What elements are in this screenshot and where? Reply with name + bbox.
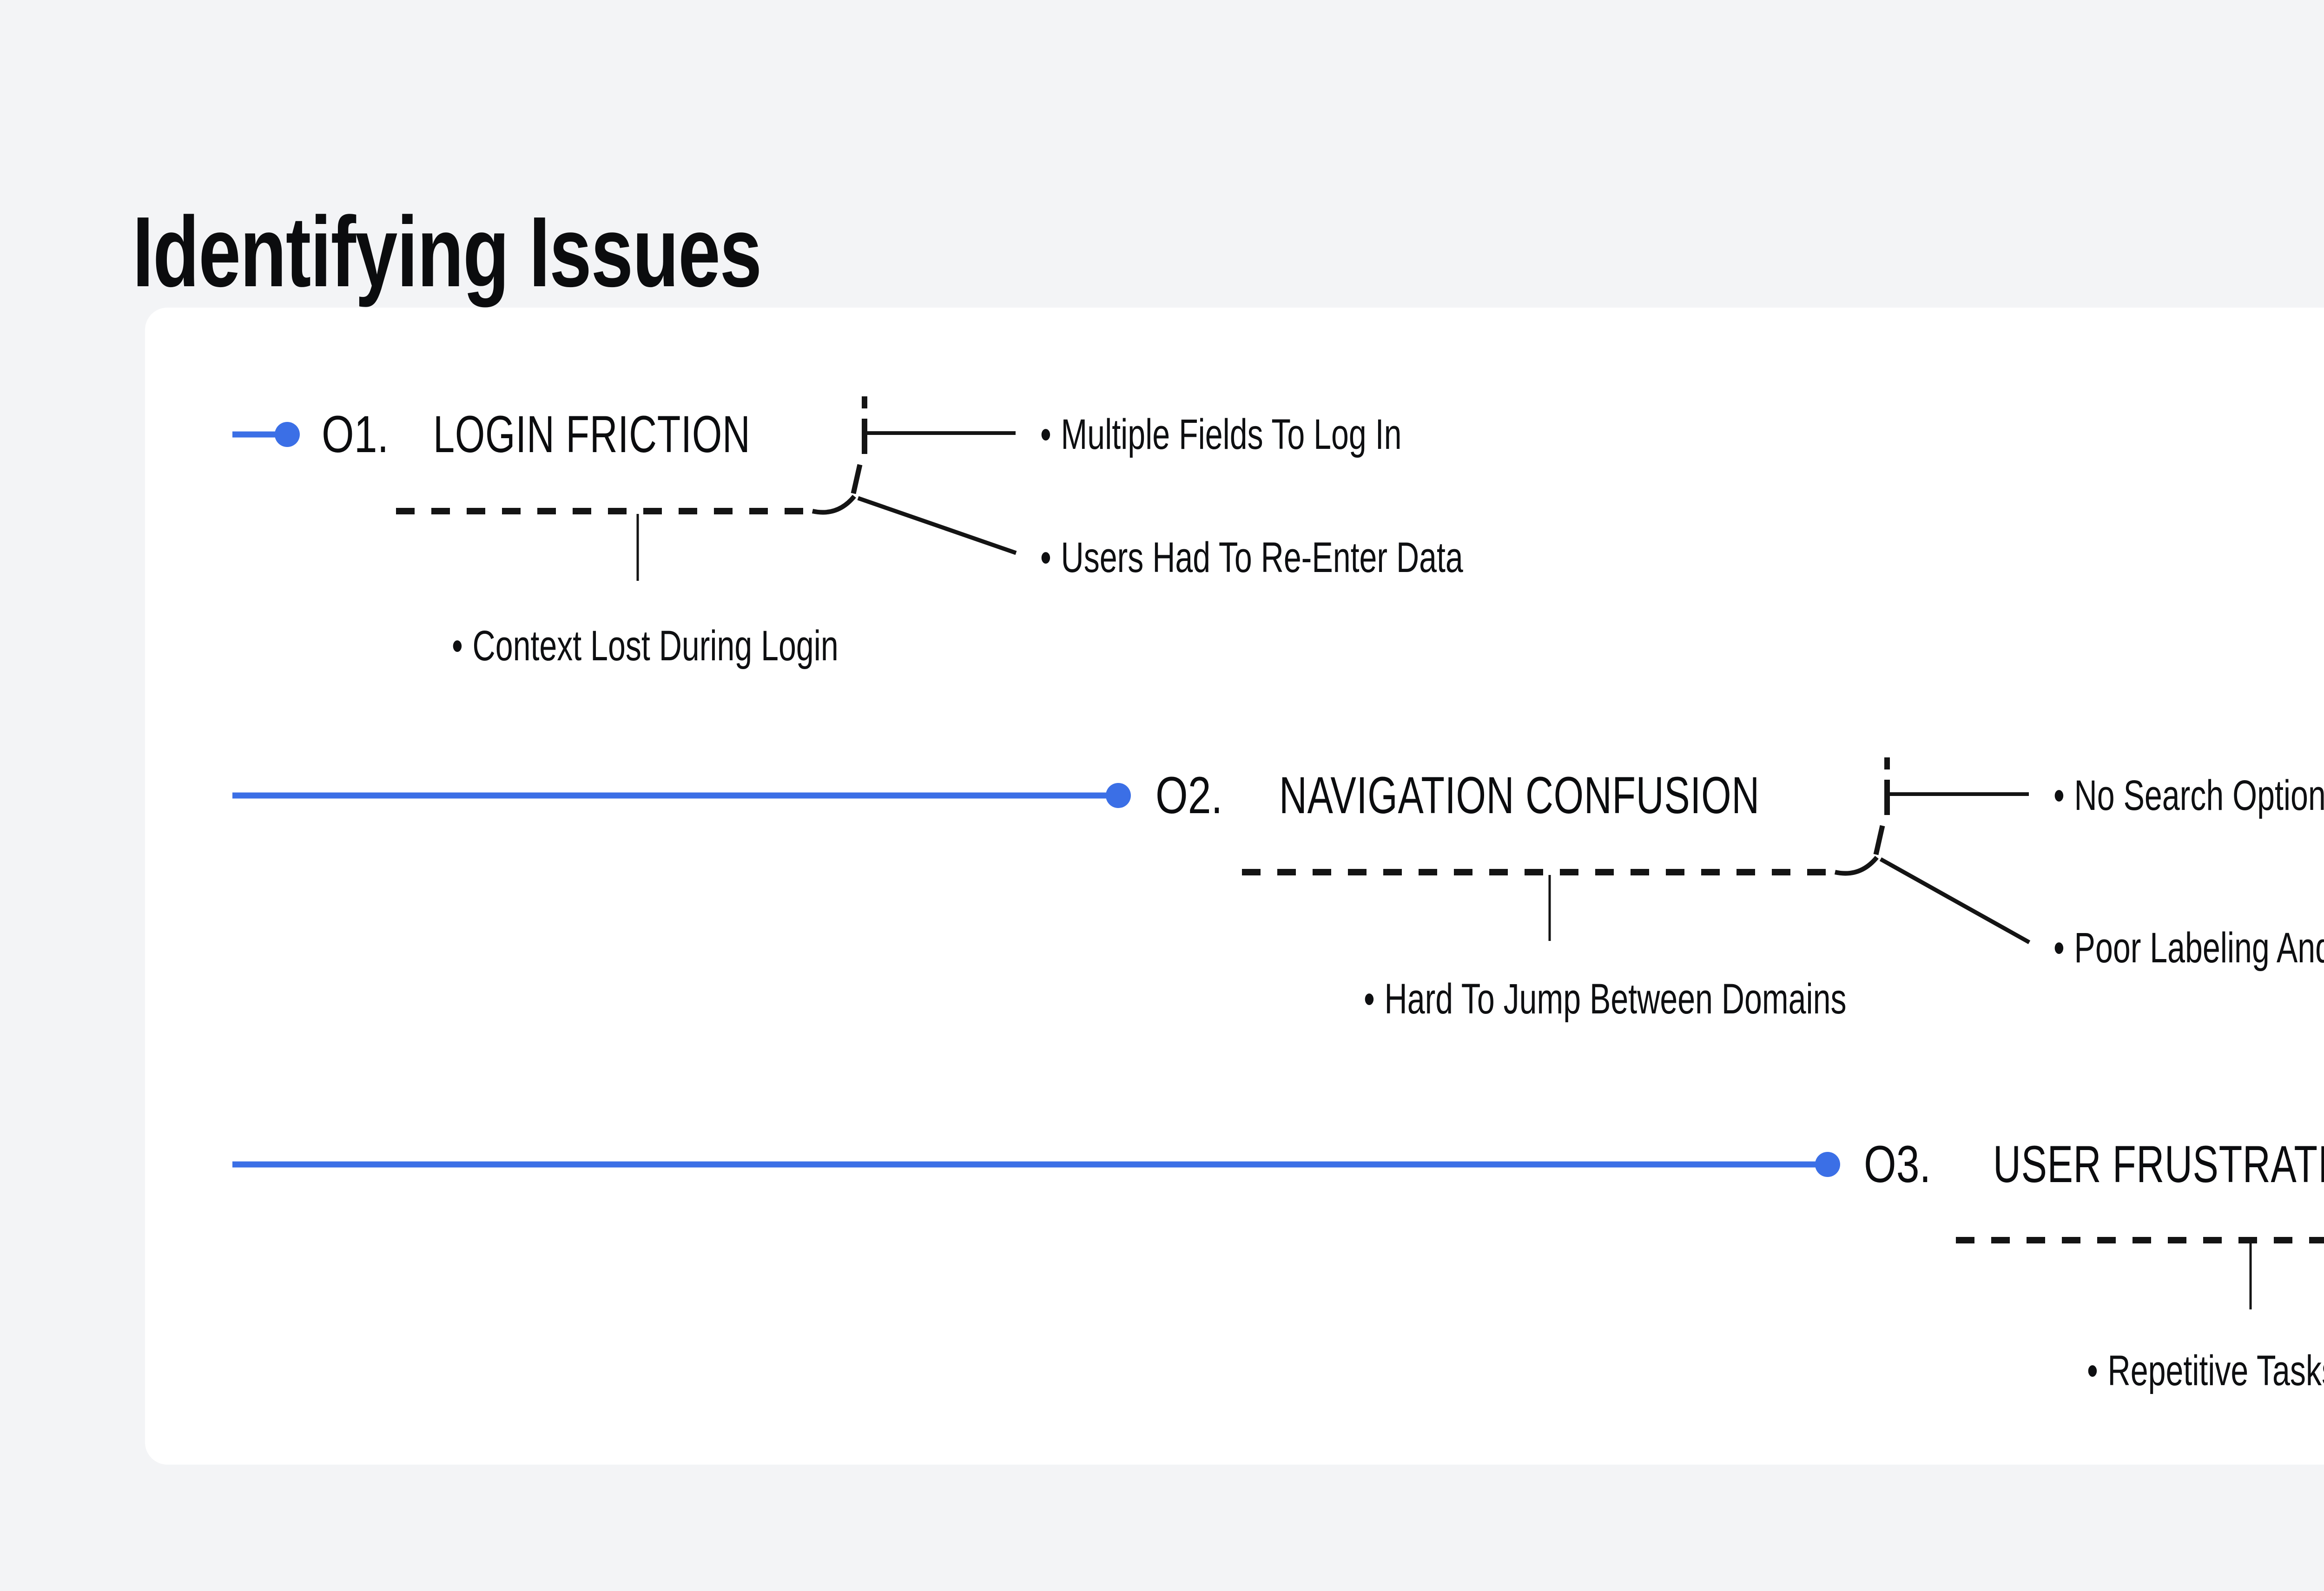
- section-1-number: O1.: [322, 405, 389, 463]
- timeline-dot: [275, 422, 300, 447]
- timeline-dot: [1815, 1152, 1840, 1177]
- section-1-bullet-2: •Users Had To Re-Enter Data: [1040, 533, 1463, 582]
- bullet-label: No Search Option Within Dropdown: [2074, 772, 2324, 819]
- bullet-dot-icon: •: [452, 622, 463, 670]
- page-title: Identifying Issues: [132, 196, 762, 308]
- section-3-connectors: [232, 1152, 2324, 1309]
- bullet-dot-icon: •: [2087, 1347, 2098, 1394]
- section-3-title: USER FRUSTRATION: [1993, 1135, 2324, 1193]
- bullet-dot-icon: •: [2053, 772, 2065, 819]
- section-2-bullet-1: •No Search Option Within Dropdown: [2053, 771, 2324, 820]
- section-1-title: LOGIN FRICTION: [433, 405, 751, 463]
- bullet-label: Repetitive Tasks Created Friction: [2107, 1347, 2324, 1394]
- bullet-label: Context Lost During Login: [472, 622, 838, 670]
- timeline-dot: [1106, 783, 1131, 808]
- section-3-number: O3.: [1864, 1135, 1931, 1193]
- section-2-bullet-2: •Poor Labeling And Structure: [2053, 924, 2324, 972]
- section-1-bullet-1: •Multiple Fields To Log In: [1040, 410, 1401, 459]
- section-3-bullet-3: •Repetitive Tasks Created Friction: [2087, 1347, 2324, 1395]
- content-card: [145, 308, 2324, 1465]
- bullet-label: Hard To Jump Between Domains: [1384, 975, 1847, 1023]
- section-2-bullet-3: •Hard To Jump Between Domains: [1364, 975, 1847, 1023]
- section-1-bullet-3: •Context Lost During Login: [452, 622, 838, 670]
- bullet-dot-icon: •: [1364, 975, 1375, 1023]
- section-2-title: NAVIGATION CONFUSION: [1279, 766, 1760, 824]
- bullet-label: Users Had To Re-Enter Data: [1061, 534, 1463, 581]
- bullet-dot-icon: •: [2053, 924, 2065, 972]
- section-1-connectors: [232, 396, 1017, 581]
- section-2-connectors: [232, 757, 2031, 944]
- bullet-label: Multiple Fields To Log In: [1061, 411, 1402, 458]
- section-2-number: O2.: [1155, 766, 1223, 824]
- bullet-label: Poor Labeling And Structure: [2074, 924, 2324, 972]
- bullet-dot-icon: •: [1040, 534, 1051, 581]
- bullet-dot-icon: •: [1040, 411, 1051, 458]
